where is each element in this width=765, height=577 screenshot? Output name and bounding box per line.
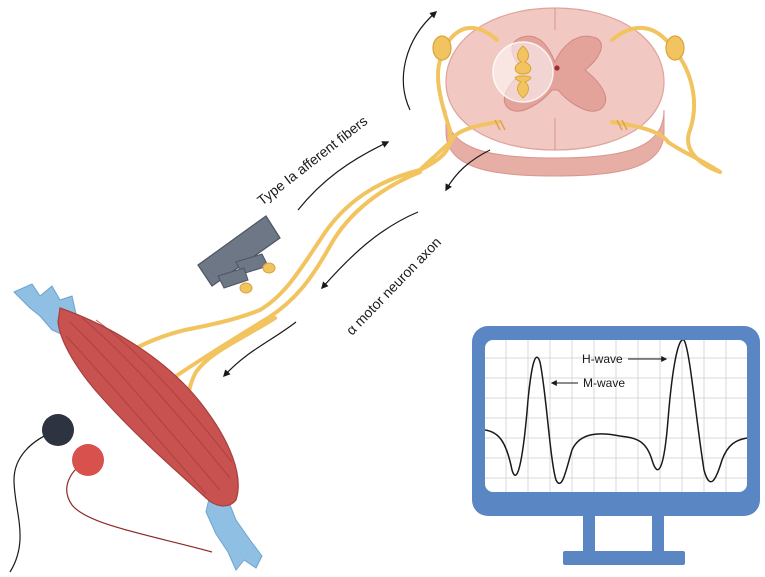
signal-arrows	[223, 11, 491, 378]
ventral-root-contacts	[494, 119, 628, 131]
spinal-cord-cross-section	[445, 7, 665, 177]
recording-electrodes	[9, 414, 213, 573]
motor-axon-label: α motor neuron axon	[343, 234, 444, 338]
h-wave-label: H-wave	[582, 352, 623, 366]
ventral-arrow	[445, 149, 491, 192]
m-wave-label: M-wave	[583, 376, 625, 390]
dorsal-arrow	[402, 11, 438, 111]
red-electrode-icon	[72, 444, 104, 476]
black-electrode-icon	[42, 414, 74, 446]
stimulator-icon	[197, 215, 281, 294]
left-dorsal-ganglion	[432, 35, 452, 61]
efferent-arrow-lower	[223, 321, 297, 378]
efferent-arrow	[321, 211, 419, 290]
nerve-roots	[418, 25, 722, 174]
emg-trace	[485, 340, 747, 484]
right-dorsal-ganglion	[665, 35, 685, 61]
monitor-icon: H-wave M-wave	[472, 326, 760, 565]
afferent-arrow	[297, 141, 390, 211]
muscle-illustration	[13, 283, 263, 571]
screen-grid	[485, 340, 747, 492]
